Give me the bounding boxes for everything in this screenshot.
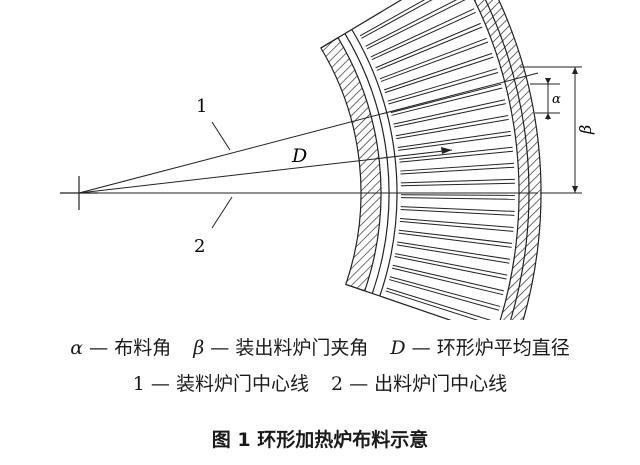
sector-end-2 [345, 283, 452, 320]
slab-stripe-21 [389, 276, 501, 307]
slab-stripe-20 [392, 264, 504, 292]
slab-stripe-b-2 [371, 11, 476, 60]
slab-stripe-13 [400, 178, 515, 184]
legend-numbers-line: 1 — 装料炉门中心线 2 — 出料炉门中心线 [0, 372, 640, 396]
slab-stripe-14 [400, 194, 515, 196]
outer-wall [473, 0, 542, 320]
hearth-arc-2 [351, 29, 398, 297]
diameter-arrowhead [441, 147, 452, 154]
figure-caption: 图 1 环形加热炉布料示意 [211, 429, 429, 451]
slab-stripe-6 [387, 68, 498, 102]
legend-alpha-symbol: α [70, 337, 84, 359]
legend-symbols-line: α — 布料角 β — 装出料炉门夹角 D — 环形炉平均直径 [0, 336, 640, 360]
slab-stripe-b-12 [400, 166, 515, 175]
slab-stripe-15 [400, 206, 515, 212]
slab-stripe-2 [370, 8, 475, 58]
slab-stripe-1 [365, 0, 458, 47]
slab-stripe-b-8 [394, 103, 506, 128]
slab-stripe-0 [359, 0, 426, 37]
label-diameter: D [291, 145, 307, 167]
legend-beta-text: — 装出料炉门夹角 [210, 337, 369, 359]
leader-line-2 [211, 196, 233, 229]
slab-stripe-19 [395, 253, 508, 276]
slab-stripe-b-13 [400, 182, 515, 187]
furnace-layout-diagram: 1 2 D α β [60, 0, 595, 320]
loading-door-centerline [78, 72, 539, 194]
mean-diameter-line [78, 149, 453, 194]
slab-stripe-b-14 [400, 197, 515, 200]
slab-stripe-7 [390, 83, 502, 114]
slab-stripe-11 [399, 146, 513, 160]
legend-item-1: 1 — 装料炉门中心线 [132, 373, 309, 395]
slab-stripe-12 [400, 162, 515, 172]
slab-stripe-b-9 [396, 118, 509, 140]
slab-stripe-b-3 [376, 26, 483, 71]
slab-stripe-b-0 [361, 0, 433, 39]
slab-stripe-4 [379, 37, 487, 80]
slab-stripe-5 [383, 52, 493, 91]
hearth-arc-3 [484, 0, 530, 320]
slab-stripe-b-15 [400, 209, 515, 216]
slab-stripe-b-20 [392, 267, 504, 296]
slab-stripe-b-6 [388, 71, 499, 105]
legend-alpha-text: — 布料角 [89, 337, 172, 359]
label-line-2: 2 [194, 236, 205, 257]
slab-stripe-16 [399, 217, 514, 228]
slab-stripe-b-5 [384, 56, 494, 94]
slab-stripe-b-19 [394, 256, 507, 280]
slab-stripe-22 [386, 287, 492, 320]
slab-stripe-18 [397, 241, 511, 260]
slab-stripe-b-22 [385, 290, 479, 320]
slab-stripe-3 [375, 22, 481, 69]
sector-end-1 [320, 0, 403, 49]
label-line-1: 1 [196, 96, 207, 117]
slab-stripe-8 [393, 99, 506, 125]
label-beta: β [576, 125, 595, 135]
label-alpha: α [552, 92, 561, 107]
slab-stripe-9 [395, 115, 509, 137]
legend-beta-symbol: β [193, 337, 205, 359]
slab-stripe-b-11 [399, 150, 514, 163]
slab-stripe-b-17 [398, 232, 512, 248]
slab-stripe-b-10 [398, 134, 512, 151]
slab-stripe-b-16 [399, 220, 514, 232]
slab-stripe-b-7 [391, 87, 503, 116]
legend-item-2: 2 — 出料炉门中心线 [331, 373, 508, 395]
leader-line-1 [211, 121, 231, 151]
slab-stripe-10 [397, 130, 511, 148]
furnace-annular-sector [320, 0, 542, 320]
slab-stripe-b-1 [366, 0, 466, 50]
legend-d-symbol: D [390, 337, 406, 359]
slab-stripe-b-21 [389, 279, 500, 311]
slab-stripe-b-18 [396, 244, 510, 264]
legend-d-text: — 环形炉平均直径 [411, 337, 570, 359]
hearth-arc-1 [344, 33, 390, 294]
slab-stripe-b-4 [380, 41, 489, 82]
slab-stripe-17 [398, 229, 513, 244]
